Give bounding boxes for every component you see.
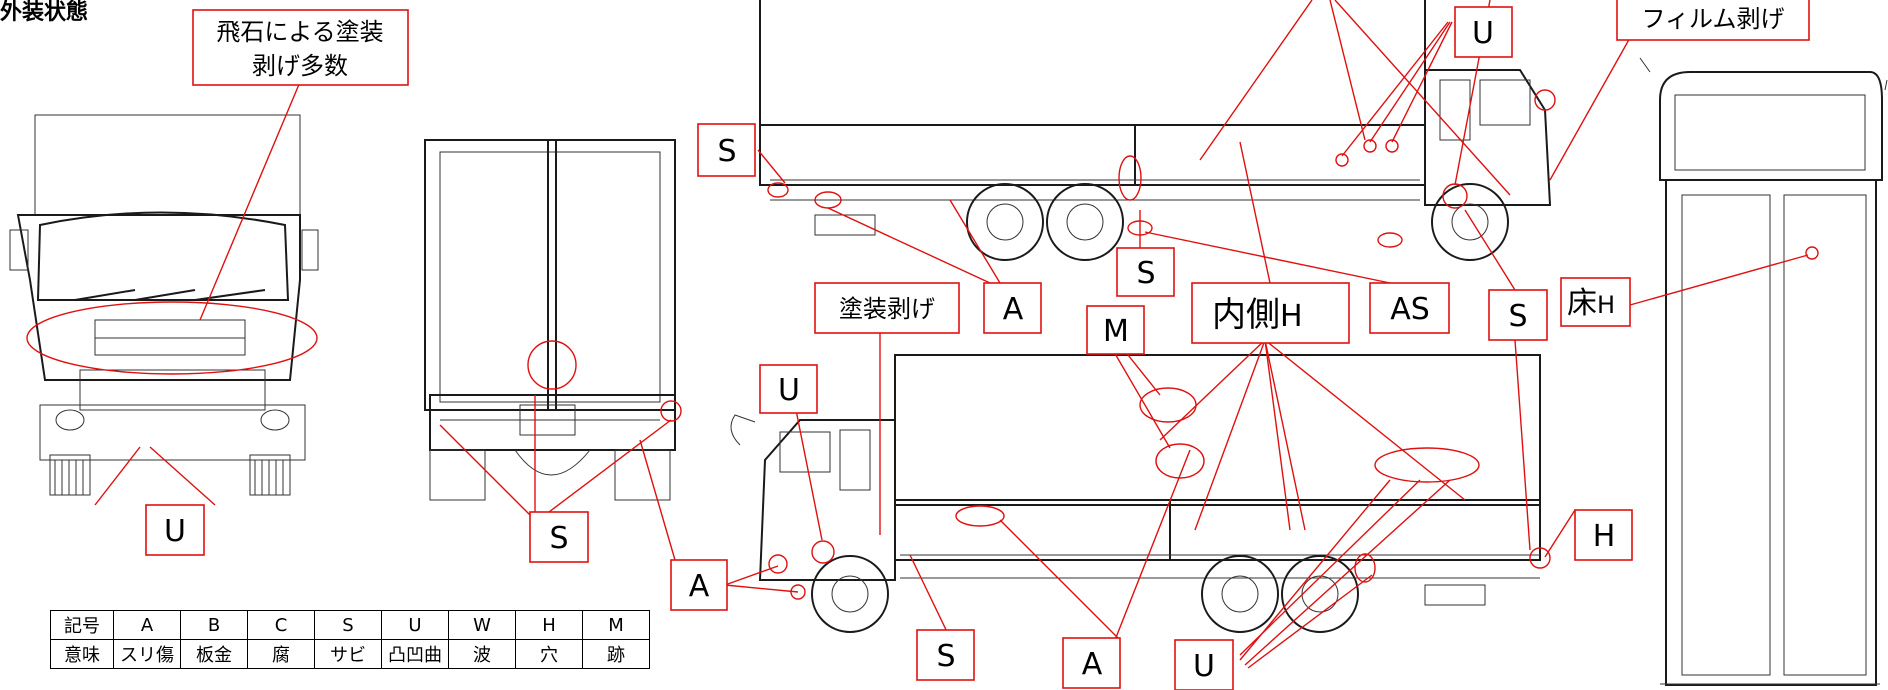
- legend-meaning: 凸凹曲: [381, 639, 449, 669]
- legend-meaning: 腐: [247, 639, 315, 669]
- callout-u-bottom-text: U: [1193, 649, 1215, 684]
- callout-u-bottom: [1174, 639, 1234, 690]
- section-title: 外装状態: [0, 0, 89, 25]
- legend-symbol: W: [448, 610, 516, 640]
- callout-s-top-mid: [1116, 247, 1175, 297]
- callout-paint-peel-text: 塗装剥げ: [839, 295, 935, 323]
- callout-a-bottom-left: [670, 559, 728, 611]
- front-chip-marker: [26, 301, 318, 375]
- mark-bot-b: [1155, 443, 1205, 479]
- callout-m-mid-text: M: [1103, 314, 1129, 349]
- callout-u-front-text: U: [164, 514, 186, 549]
- truck-rear-view: [424, 139, 676, 501]
- callout-a-bottom-text: A: [1082, 647, 1103, 682]
- callout-s-top-left-text: S: [717, 134, 736, 169]
- legend-symbol: M: [582, 610, 650, 640]
- callout-s-bottom-text: S: [936, 639, 955, 674]
- callout-s-rear-text: S: [549, 521, 568, 556]
- legend-symbol: U: [381, 610, 449, 640]
- legend-symbol: C: [247, 610, 315, 640]
- mark-top-h: [1385, 139, 1399, 153]
- truck-plan-view: [1639, 57, 1888, 686]
- damage-legend-table: 記号 A B C S U W H M 意味 スリ傷 板金 腐 サビ 凸凹曲 波 …: [50, 610, 650, 669]
- callout-as-top: [1369, 282, 1450, 334]
- mark-bot-a: [1139, 387, 1197, 423]
- legend-symbol: A: [113, 610, 181, 640]
- legend-meaning: サビ: [314, 639, 382, 669]
- callout-front-chip-line2: 剥げ多数: [252, 52, 348, 80]
- callout-s-top-right: [1488, 289, 1548, 341]
- callout-a-top: [983, 282, 1042, 334]
- legend-meaning: 穴: [515, 639, 583, 669]
- callout-as-top-text: AS: [1390, 292, 1430, 327]
- mark-top-c: [1118, 155, 1142, 201]
- callout-film-peel-text: フィルム剥げ: [1641, 5, 1784, 33]
- callout-m-mid: [1086, 305, 1145, 355]
- callout-u-top: [1454, 6, 1513, 58]
- mark-bot-c: [1374, 447, 1480, 483]
- callout-h-bottom: [1574, 509, 1633, 561]
- callout-u-front: [145, 504, 205, 556]
- rear-hinge-marker: [527, 340, 577, 390]
- callout-inner-text: 内側H: [1212, 295, 1303, 335]
- callout-inner: [1191, 282, 1350, 344]
- callout-s-top-left: [697, 123, 756, 177]
- rear-corner-marker: [660, 400, 682, 422]
- mark-bot-i: [1529, 547, 1551, 569]
- floor-marker: [1805, 246, 1819, 260]
- callout-front-chip: [192, 9, 409, 86]
- legend-symbol: H: [515, 610, 583, 640]
- legend-symbol: S: [314, 610, 382, 640]
- callout-floor: [1560, 277, 1631, 327]
- callout-a-bottom-left-text: A: [689, 569, 710, 604]
- legend-meaning-label: 意味: [50, 639, 114, 669]
- mark-bot-g: [768, 554, 788, 574]
- callout-a-bottom: [1062, 637, 1121, 689]
- callout-paint-peel: [814, 282, 960, 334]
- callout-u-mid: [759, 364, 818, 414]
- callout-front-chip-line1: 飛石による塗装: [216, 18, 383, 46]
- legend-meaning: 波: [448, 639, 516, 669]
- mark-top-j: [1534, 89, 1556, 111]
- callout-film-peel: [1616, 0, 1810, 41]
- mark-top-g: [1363, 139, 1377, 153]
- truck-side-view-top: [759, 0, 1552, 261]
- callout-u-top-text: U: [1472, 16, 1494, 51]
- callout-u-mid-text: U: [778, 373, 800, 408]
- legend-meaning: スリ傷: [113, 639, 181, 669]
- callout-h-bottom-text: H: [1593, 519, 1616, 554]
- legend-meaning: 板金: [180, 639, 248, 669]
- truck-front-view: [9, 114, 319, 496]
- mark-bot-f: [811, 540, 835, 564]
- legend-symbol-row: 記号 A B C S U W H M: [50, 610, 650, 640]
- mark-bot-d: [955, 505, 1005, 527]
- mark-top-e: [1377, 232, 1403, 248]
- callout-s-bottom: [916, 629, 975, 681]
- callout-a-top-text: A: [1003, 292, 1024, 327]
- mark-bot-e: [1354, 553, 1376, 583]
- truck-side-view-bottom: [730, 354, 1541, 633]
- legend-meaning-row: 意味 スリ傷 板金 腐 サビ 凸凹曲 波 穴 跡: [50, 639, 650, 669]
- legend-meaning: 跡: [582, 639, 650, 669]
- callout-s-rear: [529, 511, 589, 563]
- callout-s-top-right-text: S: [1508, 299, 1527, 334]
- mark-top-a: [767, 182, 789, 198]
- legend-header-label: 記号: [50, 610, 114, 640]
- mark-top-f: [1335, 153, 1349, 167]
- callout-s-top-mid-text: S: [1136, 256, 1155, 291]
- callout-floor-text: 床H: [1567, 286, 1615, 321]
- legend-symbol: B: [180, 610, 248, 640]
